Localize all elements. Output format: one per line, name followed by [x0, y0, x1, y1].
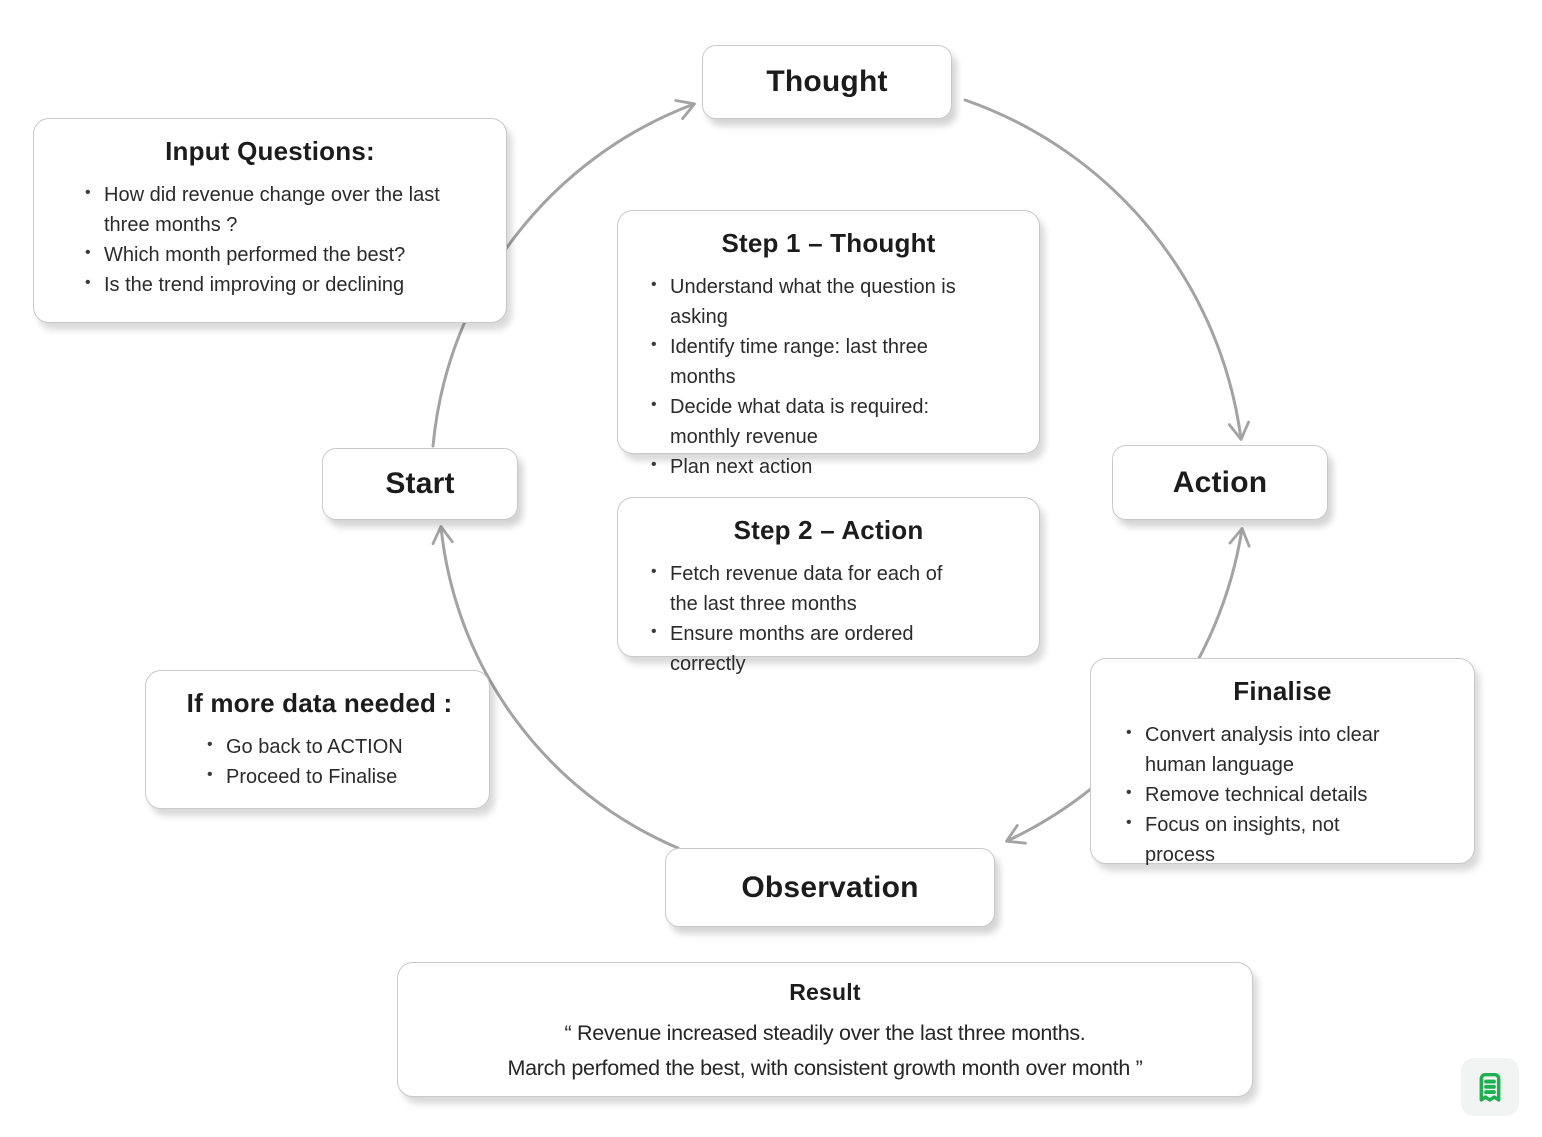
- finalise-item: Focus on insights, not process: [1119, 810, 1414, 870]
- start-node: Start: [322, 448, 518, 520]
- thought-node: Thought: [702, 45, 952, 119]
- finalise-item: Remove technical details: [1119, 780, 1414, 810]
- arrow-thought-to-action: [963, 98, 1250, 441]
- finalise-title: Finalise: [1233, 676, 1332, 706]
- arrow-start-to-thought: [431, 99, 696, 448]
- more-data-item: Go back to ACTION: [200, 732, 471, 762]
- more-data-item: Proceed to Finalise: [200, 762, 471, 792]
- result-line-2: March perfomed the best, with consistent…: [507, 1055, 1143, 1080]
- step1-thought-card: Step 1 – Thought Understand what the que…: [617, 210, 1040, 478]
- step2-item: Ensure months are ordered correctly: [644, 619, 967, 679]
- input-questions-card: Input Questions: How did revenue change …: [33, 118, 507, 323]
- step1-title: Step 1 – Thought: [721, 228, 936, 258]
- result-line-1: “ Revenue increased steadily over the la…: [564, 1021, 1086, 1045]
- input-question-item: Which month performed the best?: [78, 240, 440, 270]
- receipt-badge-button[interactable]: [1461, 1058, 1519, 1116]
- step1-item: Understand what the question is asking: [644, 272, 967, 332]
- more-data-needed-card: If more data needed : Go back to ACTION …: [145, 670, 490, 809]
- action-node-label: Action: [1172, 465, 1268, 499]
- step1-item: Identify time range: last three months: [644, 332, 967, 392]
- input-question-item: How did revenue change over the last thr…: [78, 180, 440, 240]
- step2-title: Step 2 – Action: [733, 515, 924, 545]
- start-node-label: Start: [385, 467, 455, 500]
- step2-item: Fetch revenue data for each of the last …: [644, 559, 967, 619]
- input-questions-title: Input Questions:: [165, 136, 375, 166]
- thought-node-label: Thought: [766, 65, 888, 98]
- step1-item: Decide what data is required: monthly re…: [644, 392, 967, 452]
- arrow-observation-to-start: [431, 525, 680, 850]
- step2-action-card: Step 2 – Action Fetch revenue data for e…: [617, 497, 1040, 675]
- step1-item: Plan next action: [644, 452, 967, 482]
- more-data-needed-title: If more data needed :: [186, 688, 453, 718]
- observation-node: Observation: [665, 848, 995, 927]
- observation-node-label: Observation: [741, 870, 919, 904]
- result-title: Result: [789, 979, 861, 1005]
- result-card: Result “ Revenue increased steadily over…: [397, 962, 1253, 1097]
- finalise-item: Convert analysis into clear human langua…: [1119, 720, 1414, 780]
- finalise-card: Finalise Convert analysis into clear hum…: [1090, 658, 1475, 866]
- input-question-item: Is the trend improving or declining: [78, 270, 440, 300]
- receipt-icon: [1472, 1069, 1508, 1105]
- action-node: Action: [1112, 445, 1328, 520]
